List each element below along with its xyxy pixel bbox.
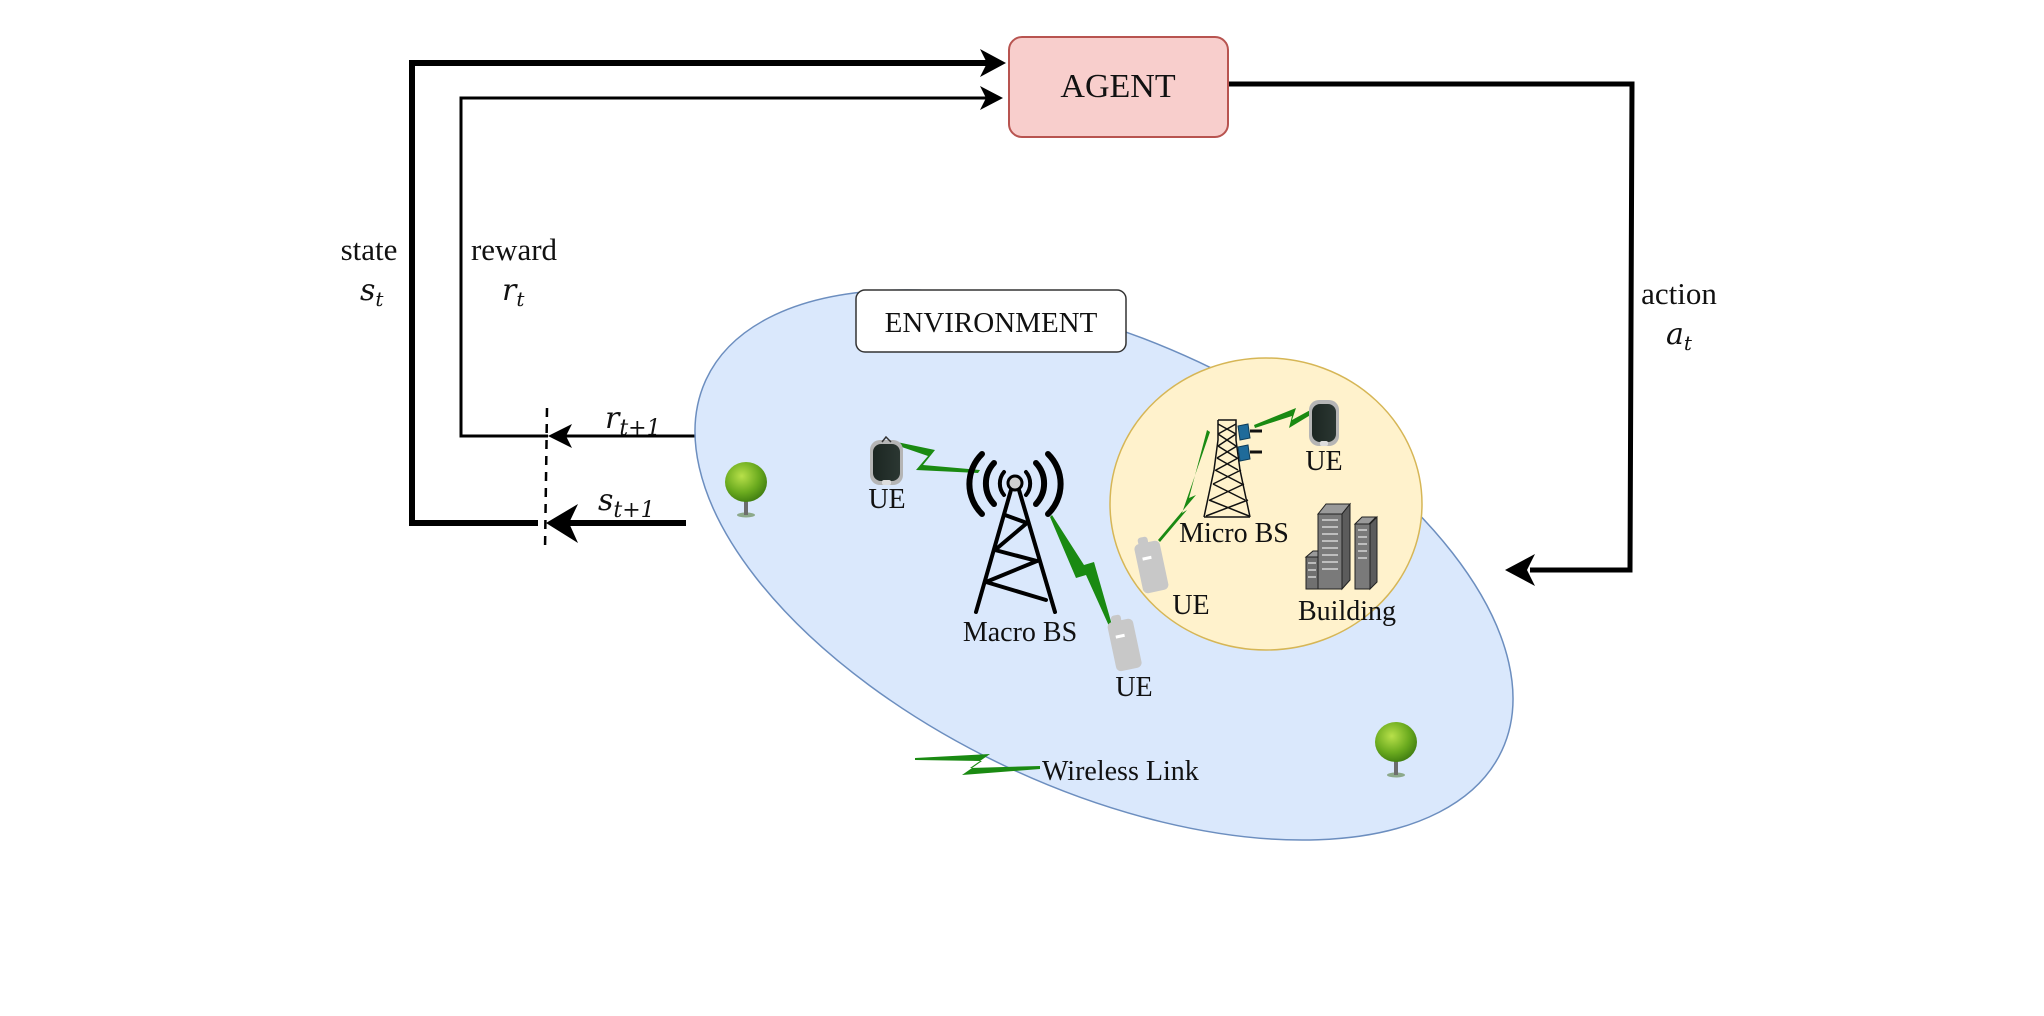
reward-feedback-line xyxy=(459,96,988,438)
macro-bs-tower-icon xyxy=(966,451,1064,614)
state-label: state xyxy=(341,232,398,267)
action-line xyxy=(1228,81,1635,573)
macro-bs-label: Macro BS xyxy=(963,617,1077,648)
wireless-link-bolt xyxy=(1050,515,1112,626)
micro-bs-label: Micro BS xyxy=(1179,518,1289,549)
reward-symbol: rt xyxy=(502,273,525,311)
state-symbol: st xyxy=(360,273,384,311)
next-state-symbol: st+1 xyxy=(598,483,655,523)
ue-label: UE xyxy=(868,484,905,515)
wireless-links xyxy=(887,402,1327,626)
reward-arrowhead-agent xyxy=(980,86,1003,110)
wireless-link-bolt xyxy=(1254,402,1327,428)
wireless-link-bolt xyxy=(1158,430,1210,542)
state-feedback-line xyxy=(409,60,990,526)
state-arrowhead-agent xyxy=(980,49,1006,77)
next-reward-arrowhead xyxy=(548,424,572,448)
next-state-arrowhead xyxy=(546,504,578,543)
action-arrowhead xyxy=(1505,554,1535,586)
agent-box[interactable]: AGENT xyxy=(1008,36,1229,138)
wireless-link-legend-label: Wireless Link xyxy=(1042,756,1199,787)
ue-label: UE xyxy=(1115,672,1152,703)
ue-label: UE xyxy=(1305,446,1342,477)
ue-phone-gray-icon xyxy=(1134,536,1169,594)
micro-bs-antenna-icon xyxy=(1237,423,1262,462)
ue-phone-gray-icon xyxy=(1107,614,1142,672)
action-symbol: at xyxy=(1666,317,1693,355)
tree-icon xyxy=(725,462,767,518)
wireless-link-bolt xyxy=(887,440,980,473)
agent-label: AGENT xyxy=(1060,68,1175,105)
building-icon xyxy=(1304,502,1378,591)
time-step-divider xyxy=(543,407,549,551)
environment-label-box: ENVIRONMENT xyxy=(855,289,1127,353)
wireless-link-legend-icon xyxy=(915,754,1040,775)
tree-icon xyxy=(1375,722,1417,778)
ue-phone-icon xyxy=(1309,400,1339,446)
building-label: Building xyxy=(1298,596,1396,627)
ue-label: UE xyxy=(1172,590,1209,621)
legend-wireless-link: Wireless Link xyxy=(915,754,1199,787)
micro-bs-tower-icon xyxy=(1203,419,1251,518)
environment-label: ENVIRONMENT xyxy=(885,307,1098,339)
reward-label: reward xyxy=(471,232,558,267)
ue-phone-icon xyxy=(870,435,903,485)
next-reward-symbol: rt+1 xyxy=(605,401,661,441)
action-label: action xyxy=(1641,276,1717,311)
